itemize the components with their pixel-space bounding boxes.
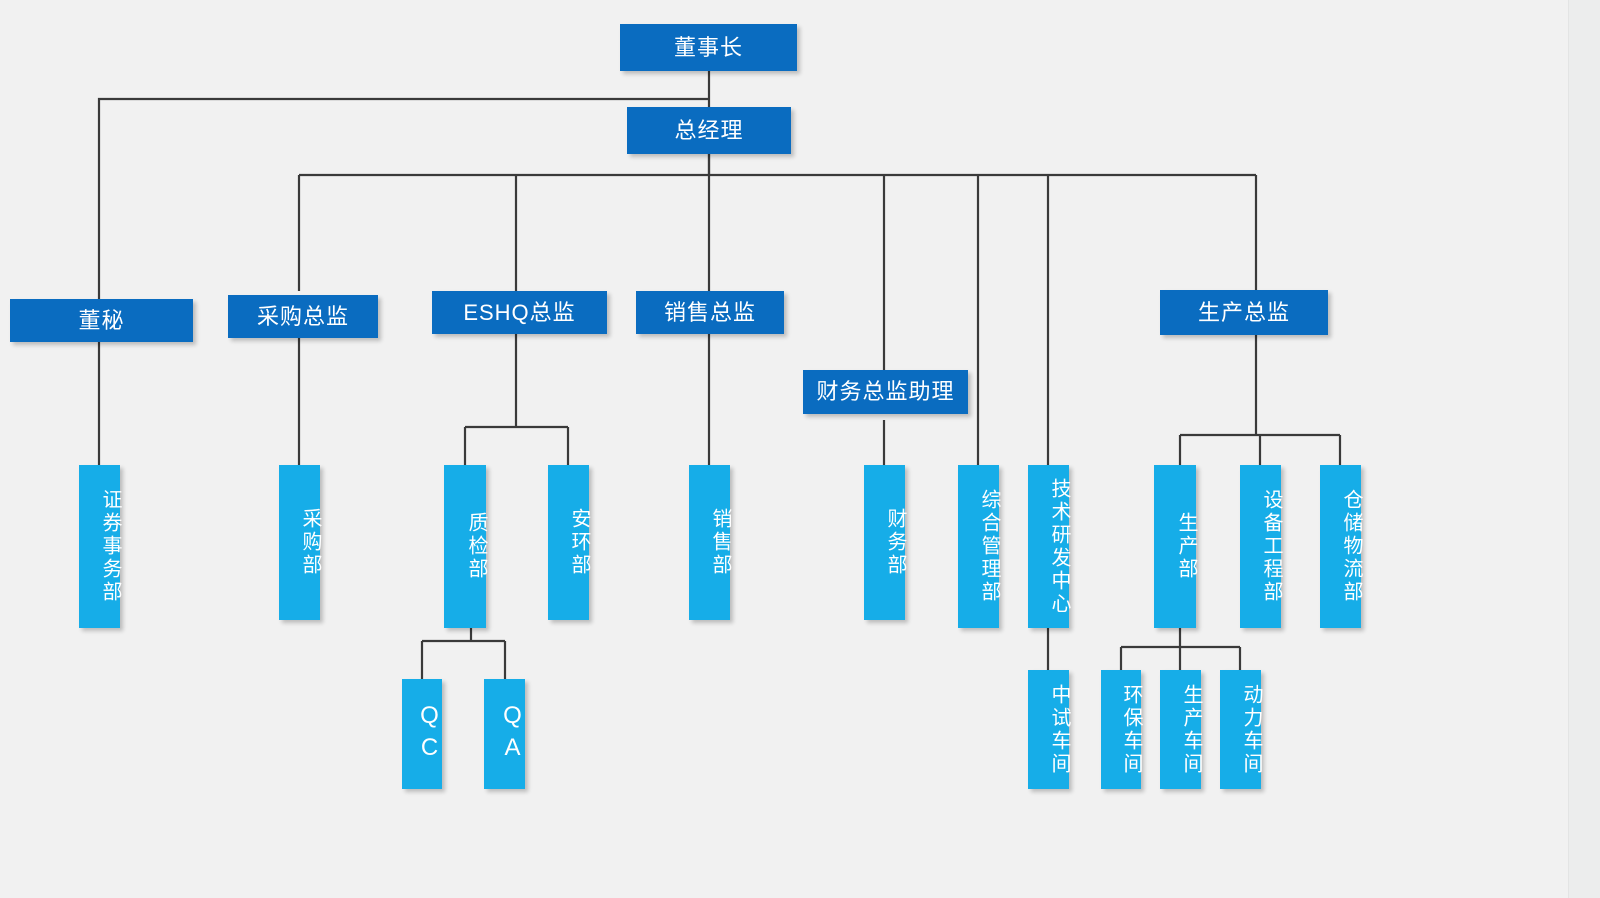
node-board-secretary[interactable]: 董秘 <box>10 299 193 342</box>
node-pilot-workshop[interactable]: 中试车间 <box>1028 670 1070 789</box>
node-equipment-engineering-dept[interactable]: 设备工程部 <box>1240 465 1282 628</box>
node-qa[interactable]: QA <box>484 679 526 789</box>
node-production-dept[interactable]: 生产部 <box>1154 465 1197 628</box>
node-sales-director[interactable]: 销售总监 <box>636 291 784 334</box>
node-chairman[interactable]: 董事长 <box>620 24 797 71</box>
node-production-workshop[interactable]: 生产车间 <box>1160 670 1202 789</box>
node-safety-environment-dept[interactable]: 安环部 <box>548 465 590 620</box>
node-securities-affairs-dept[interactable]: 证券事务部 <box>79 465 121 628</box>
node-procurement-dept[interactable]: 采购部 <box>279 465 321 620</box>
node-general-manager[interactable]: 总经理 <box>627 107 791 154</box>
node-qc[interactable]: QC <box>402 679 443 789</box>
node-procurement-director[interactable]: 采购总监 <box>228 295 378 338</box>
node-quality-inspection-dept[interactable]: 质检部 <box>444 465 487 628</box>
node-finance-director-assistant[interactable]: 财务总监助理 <box>803 370 968 414</box>
node-finance-dept[interactable]: 财务部 <box>864 465 906 620</box>
node-warehouse-logistics-dept[interactable]: 仓储物流部 <box>1320 465 1362 628</box>
node-technology-rd-center[interactable]: 技术研发中心 <box>1028 465 1070 628</box>
edge-chairman-to-board-secretary <box>97 97 709 299</box>
node-environmental-workshop[interactable]: 环保车间 <box>1101 670 1142 789</box>
node-power-workshop[interactable]: 动力车间 <box>1220 670 1262 789</box>
node-sales-dept[interactable]: 销售部 <box>689 465 731 620</box>
node-general-management-dept[interactable]: 综合管理部 <box>958 465 1000 628</box>
node-eshq-director[interactable]: ESHQ总监 <box>432 291 607 334</box>
node-production-director[interactable]: 生产总监 <box>1160 290 1328 335</box>
slide-right-margin <box>1568 0 1600 898</box>
